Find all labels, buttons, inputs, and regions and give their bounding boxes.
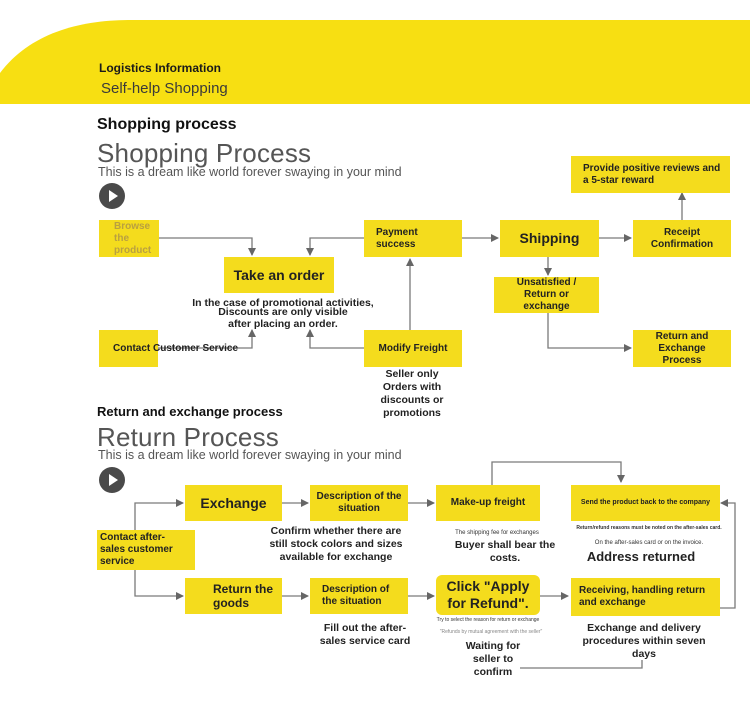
note-promo-line2: Discounts are only visible xyxy=(218,306,348,318)
note-promo-line3: after placing an order. xyxy=(228,318,338,330)
note-promo-line1: In the case of promotional activities, xyxy=(192,297,374,309)
node-contact-after-sales: Contact after-sales customer service xyxy=(97,530,195,570)
node-modify-freight: Modify Freight xyxy=(364,330,462,367)
note-on-card: On the after-sales card or on the invoic… xyxy=(594,540,704,546)
return-tagline: This is a dream like world forever swayi… xyxy=(98,448,402,462)
node-payment-success: Payment success xyxy=(364,220,462,257)
header-banner xyxy=(0,20,750,104)
node-description-situation-1: Description of the situation xyxy=(310,485,408,521)
note-reasons-noted: Return/refund reasons must be noted on t… xyxy=(576,525,722,531)
node-return-goods: Return the goods xyxy=(185,578,282,614)
note-mutual-agreement: "Refunds by mutual agreement with the se… xyxy=(439,629,543,635)
node-unsatisfied-return-exchange: Unsatisfied / Return or exchange xyxy=(494,277,599,313)
node-apply-refund: Click "Apply for Refund". xyxy=(436,575,540,615)
header-subtitle: Self-help Shopping xyxy=(101,80,228,97)
note-seller-only: Seller only Orders with discounts or pro… xyxy=(380,368,444,420)
node-browse-product: Browse the product xyxy=(99,220,159,257)
note-shipping-fee: The shipping fee for exchanges xyxy=(455,530,539,536)
note-address-returned: Address returned xyxy=(586,549,696,564)
node-contact-customer-service: Contact Customer Service xyxy=(99,330,238,367)
node-positive-reviews: Provide positive reviews and a 5-star re… xyxy=(571,156,730,193)
note-confirm-stock: Confirm whether there are still stock co… xyxy=(269,525,403,564)
node-take-order: Take an order xyxy=(224,257,334,293)
play-circle-icon xyxy=(99,183,125,209)
node-exchange: Exchange xyxy=(185,485,282,521)
note-buyer-bear: Buyer shall bear the costs. xyxy=(454,539,556,565)
shopping-section-label: Shopping process xyxy=(97,116,237,133)
node-send-back: Send the product back to the company xyxy=(571,485,720,521)
note-fill-card: Fill out the after-sales service card xyxy=(319,622,411,648)
note-reason: Try to select the reason for return or e… xyxy=(436,617,540,623)
node-description-situation-2: Description of the situation xyxy=(310,578,408,614)
node-return-exchange-process: Return and Exchange Process xyxy=(633,330,731,367)
node-receipt-confirmation: Receipt Confirmation xyxy=(633,220,731,257)
node-receiving-handling: Receiving, handling return and exchange xyxy=(571,578,720,616)
return-big-title: Return Process xyxy=(97,422,279,452)
node-shipping: Shipping xyxy=(500,220,599,257)
shopping-tagline: This is a dream like world forever swayi… xyxy=(98,165,402,179)
shopping-big-title: Shopping Process xyxy=(97,138,312,168)
node-makeup-freight: Make-up freight xyxy=(436,485,540,521)
return-section-label: Return and exchange process xyxy=(97,404,283,419)
header-tag: Logistics Information xyxy=(99,61,222,75)
note-delivery-seven-days: Exchange and delivery procedures within … xyxy=(582,622,706,661)
play-circle-icon xyxy=(99,467,125,493)
note-waiting-seller: Waiting for seller to confirm xyxy=(465,640,521,679)
